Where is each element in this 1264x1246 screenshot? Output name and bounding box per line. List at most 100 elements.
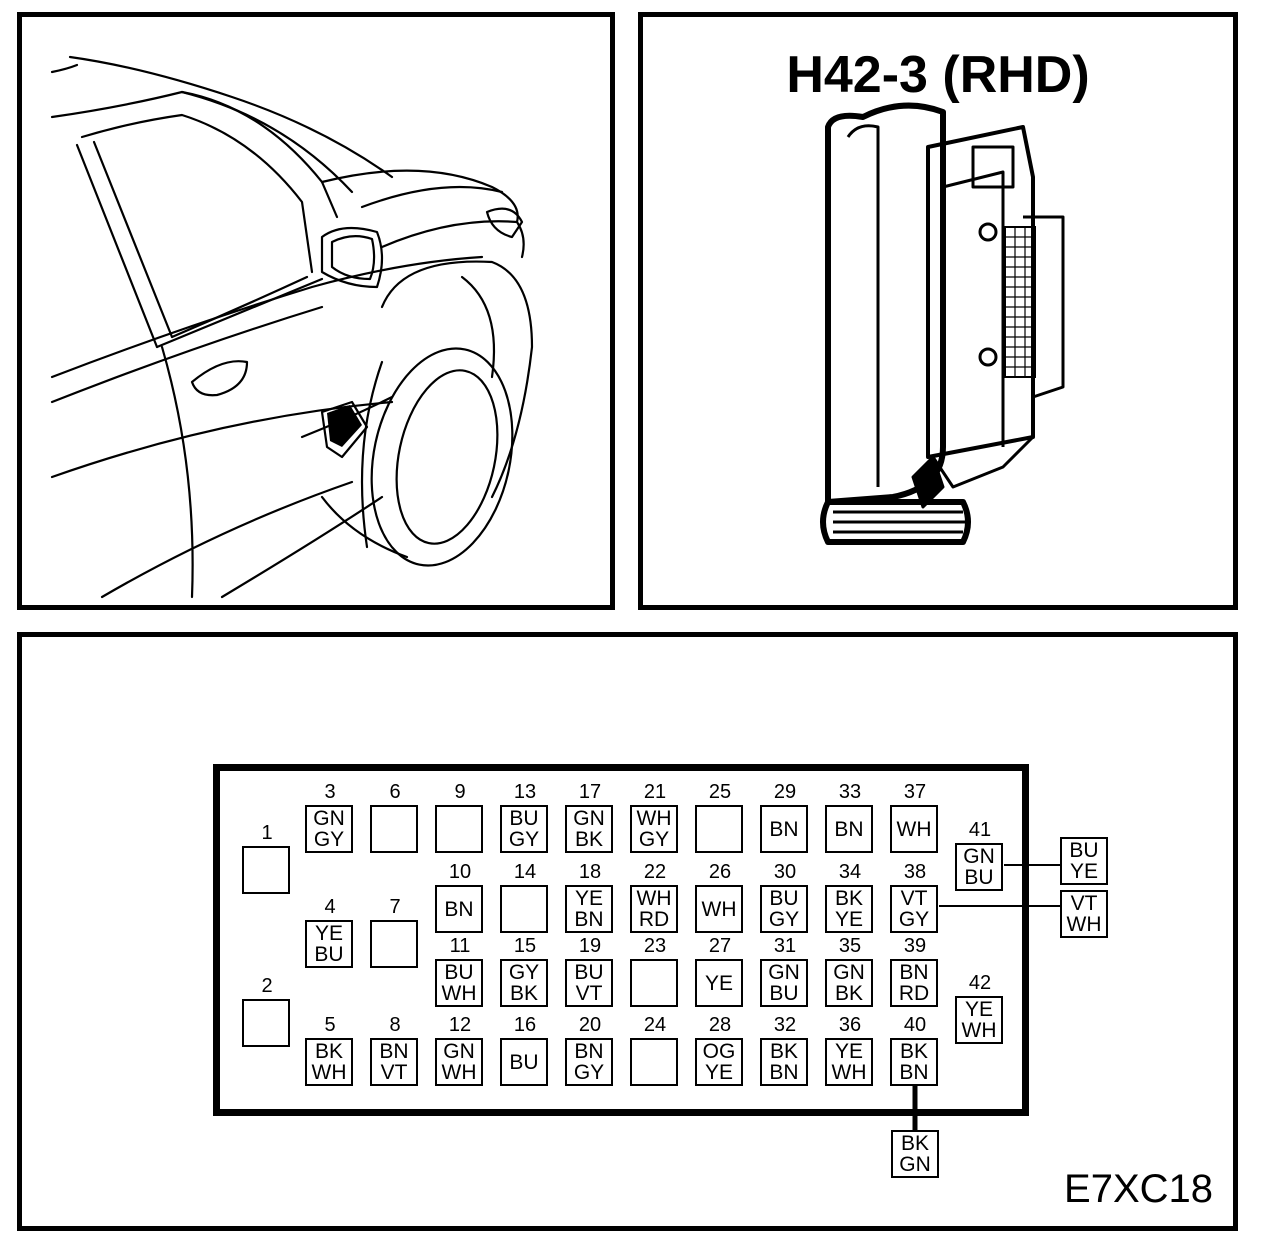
pin-number: 31 bbox=[773, 935, 797, 957]
pin-number: 24 bbox=[643, 1014, 667, 1036]
wire-color-code: YE bbox=[1069, 860, 1098, 883]
pin-number: 28 bbox=[708, 1014, 732, 1036]
pin-number: 15 bbox=[513, 935, 537, 957]
pin-cavity: BN bbox=[435, 885, 483, 933]
wire-color-code: BU bbox=[314, 943, 344, 966]
wire-color-code: BN bbox=[769, 817, 799, 841]
pin-cavity bbox=[630, 1038, 678, 1086]
wire-color-code: BN bbox=[899, 961, 929, 984]
pin-number: 14 bbox=[513, 861, 537, 883]
wire-color-code: WH bbox=[961, 1019, 997, 1042]
pin-number: 29 bbox=[773, 781, 797, 803]
pin-cavity: WH bbox=[890, 805, 938, 853]
wire-color-code: WH bbox=[831, 1061, 867, 1084]
wire-color-code: BN bbox=[574, 908, 604, 931]
pin-number: 40 bbox=[903, 1014, 927, 1036]
wire-color-code: BK bbox=[834, 982, 863, 1005]
wire-color-code: BK bbox=[834, 887, 863, 910]
wire-color-code: WH bbox=[311, 1061, 347, 1084]
wire-color-code: YE bbox=[834, 1040, 863, 1063]
pin-number: 4 bbox=[324, 896, 336, 918]
pin-number: 3 bbox=[324, 781, 336, 803]
wire-color-code: VT bbox=[380, 1061, 408, 1084]
wire-color-code: WH bbox=[1066, 913, 1102, 936]
pin-cavity bbox=[370, 805, 418, 853]
pin-number: 8 bbox=[389, 1014, 401, 1036]
connector-panel: H42-3 (RHD) bbox=[638, 12, 1238, 610]
pin-number: 6 bbox=[389, 781, 401, 803]
wire-color-code: BU bbox=[769, 982, 799, 1005]
connector-housing bbox=[213, 764, 1029, 1116]
pin-number: 2 bbox=[261, 975, 273, 997]
wire-color-code: BN bbox=[444, 897, 474, 921]
wire-color-code: YE bbox=[574, 887, 603, 910]
pin-cavity bbox=[630, 959, 678, 1007]
wire-color-code: BU bbox=[509, 1050, 539, 1074]
wire-color-code: BN bbox=[574, 1040, 604, 1063]
wire-color-code: BU bbox=[444, 961, 474, 984]
wire-color-code: YE bbox=[964, 998, 993, 1021]
pin-number: 39 bbox=[903, 935, 927, 957]
wire-color-code: WH bbox=[441, 1061, 477, 1084]
wire-color-code: GN bbox=[833, 961, 865, 984]
wire-color-code: OG bbox=[702, 1040, 736, 1063]
wire-color-code: BN bbox=[834, 817, 864, 841]
wire-color-code: BK bbox=[900, 1132, 929, 1155]
wire-color-code: BN bbox=[769, 1061, 799, 1084]
wire-color-code: GY bbox=[508, 828, 540, 851]
wire-color-code: BK bbox=[574, 828, 603, 851]
pin-number: 21 bbox=[643, 781, 667, 803]
pin-number: 37 bbox=[903, 781, 927, 803]
pin-number: 23 bbox=[643, 935, 667, 957]
wire-color-code: WH bbox=[636, 807, 672, 830]
pin-number: 25 bbox=[708, 781, 732, 803]
pin-cavity: BN bbox=[825, 805, 873, 853]
vehicle-location-panel bbox=[17, 12, 615, 610]
wire-color-code: VT bbox=[1070, 892, 1098, 915]
pin-number: 35 bbox=[838, 935, 862, 957]
wire-color-code: GY bbox=[898, 908, 930, 931]
wire-color-code: GN bbox=[443, 1040, 475, 1063]
wire-color-code: GY bbox=[768, 908, 800, 931]
pin-cavity: BU bbox=[500, 1038, 548, 1086]
pin-number: 38 bbox=[903, 861, 927, 883]
wire-color-code: VT bbox=[575, 982, 603, 1005]
pin-cavity: YE bbox=[695, 959, 743, 1007]
pin-cavity bbox=[695, 805, 743, 853]
pin-number: 9 bbox=[454, 781, 466, 803]
wire-color-code: YE bbox=[704, 971, 733, 995]
wire-color-code: BK bbox=[509, 982, 538, 1005]
wire-color-code: BU bbox=[964, 866, 994, 889]
pin-number: 32 bbox=[773, 1014, 797, 1036]
figure-code: E7XC18 bbox=[1064, 1167, 1213, 1211]
wire-color-code: GN bbox=[899, 1153, 931, 1176]
connector-title: H42-3 (RHD) bbox=[786, 46, 1090, 104]
pin-number: 22 bbox=[643, 861, 667, 883]
pin-number: 5 bbox=[324, 1014, 336, 1036]
pin-number: 27 bbox=[708, 935, 732, 957]
connector-illustration bbox=[820, 102, 1065, 545]
pin-number: 34 bbox=[838, 861, 862, 883]
wire-color-code: VT bbox=[900, 887, 928, 910]
